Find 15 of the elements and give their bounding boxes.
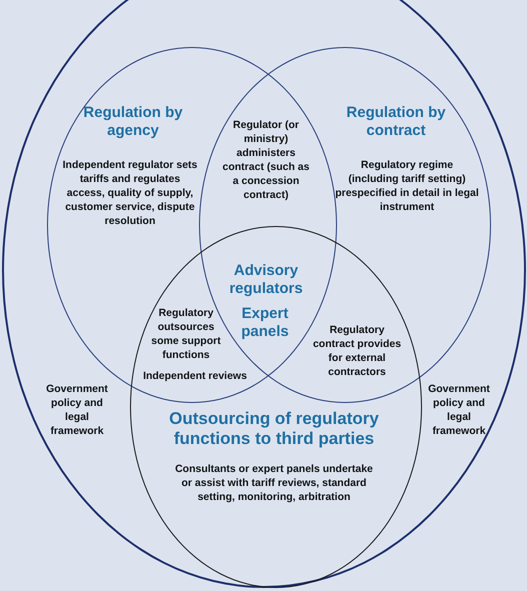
region-text: Regulatory outsources some support functions [150, 306, 222, 362]
region-text: Independent reviews [142, 369, 248, 383]
region-text: Government policy and legal framework [427, 382, 491, 438]
region-text: Regulatory regime (including tariff setting) prespecified in detail in legal instrument [334, 158, 480, 214]
venn-ellipse [130, 226, 422, 588]
region-text: Regulator (or ministry) administers contract (such as a concession contract) [222, 118, 310, 202]
region-text: Regulatory contract provides for external contractors [312, 323, 402, 379]
region-heading: Regulation by contract [346, 104, 446, 140]
region-text: Government policy and legal framework [45, 382, 109, 438]
region-heading: Regulation by agency [83, 104, 183, 140]
region-text: Independent regulator sets tariffs and regulates access, quality of supply, customer service, dispute resolution [62, 158, 198, 228]
region-text: Consultants or expert panels undertake or assist with tariff reviews, standard setting, monitoring, arbitration [174, 462, 374, 504]
region-heading: Expert panels [240, 305, 290, 341]
region-heading: Advisory regulators [228, 262, 304, 298]
region-heading: Outsourcing of regulatory functions to third parties [168, 409, 380, 449]
